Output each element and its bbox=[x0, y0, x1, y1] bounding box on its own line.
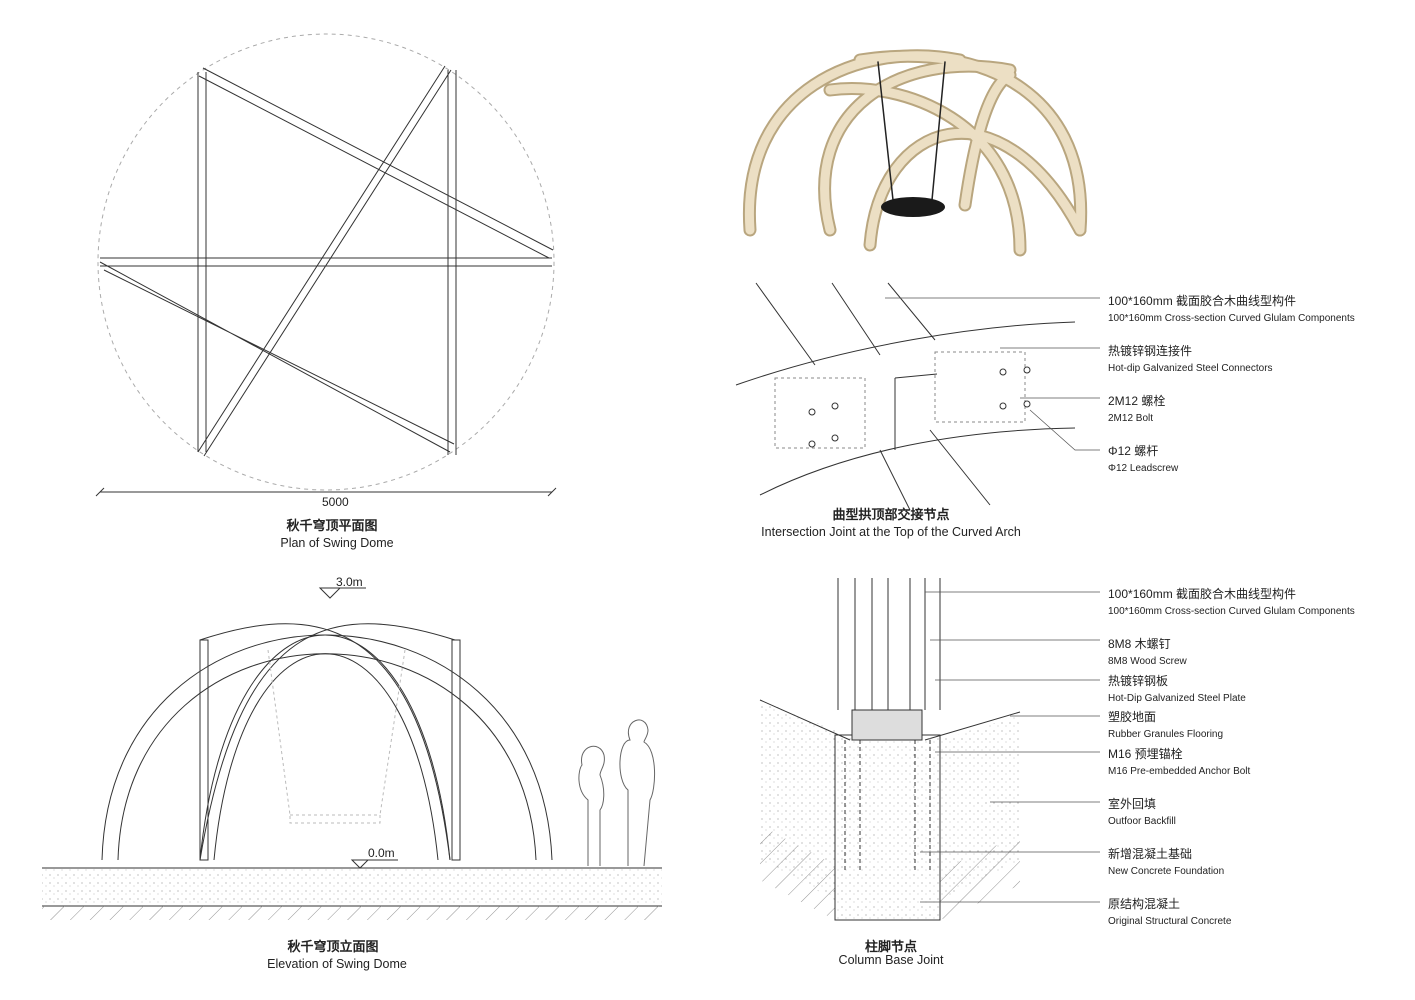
elevation-title-zh: 秋千穹顶立面图 bbox=[287, 939, 379, 954]
label-en: Hot-Dip Galvanized Steel Plate bbox=[1108, 693, 1246, 704]
label-en: 100*160mm Cross-section Curved Glulam Co… bbox=[1108, 313, 1355, 324]
top-joint-title-en: Intersection Joint at the Top of the Cur… bbox=[761, 525, 1021, 539]
base-joint-label: 塑胶地面 Rubber Granules Flooring bbox=[1108, 708, 1223, 740]
base-joint-label: 室外回填 Outfoor Backfill bbox=[1108, 795, 1176, 827]
label-en: 8M8 Wood Screw bbox=[1108, 656, 1187, 667]
label-zh: 100*160mm 截面胶合木曲线型构件 bbox=[1108, 587, 1297, 601]
top-joint-title-zh: 曲型拱顶部交接节点 bbox=[832, 507, 950, 522]
base-joint-label: 100*160mm 截面胶合木曲线型构件 100*160mm Cross-sect… bbox=[1108, 585, 1355, 617]
base-joint-title-zh: 柱脚节点 bbox=[864, 939, 918, 954]
label-zh: 新增混凝土基础 bbox=[1108, 847, 1193, 861]
base-joint-label: 新增混凝土基础 New Concrete Foundation bbox=[1108, 845, 1224, 877]
label-en: 2M12 Bolt bbox=[1108, 413, 1154, 424]
label-zh: 2M12 螺栓 bbox=[1108, 394, 1166, 408]
plan-title-zh: 秋千穹顶平面图 bbox=[286, 518, 378, 533]
adult-silhouette bbox=[619, 719, 656, 867]
top-joint-label: 100*160mm 截面胶合木曲线型构件 100*160mm Cross-sect… bbox=[1108, 292, 1355, 324]
top-joint-label: 热镀锌钢连接件 Hot-dip Galvanized Steel Connecto… bbox=[1108, 342, 1273, 374]
label-en: Outfoor Backfill bbox=[1108, 816, 1176, 827]
label-zh: Φ12 螺杆 bbox=[1108, 444, 1159, 458]
label-zh: 室外回填 bbox=[1108, 797, 1157, 811]
dome-render bbox=[742, 49, 1088, 257]
label-en: Hot-dip Galvanized Steel Connectors bbox=[1108, 363, 1273, 374]
label-en: M16 Pre-embedded Anchor Bolt bbox=[1108, 766, 1251, 777]
label-zh: 热镀锌钢连接件 bbox=[1108, 344, 1193, 358]
plan-dimension: 5000 bbox=[322, 495, 349, 509]
base-joint-label: M16 预埋锚栓 M16 Pre-embedded Anchor Bolt bbox=[1108, 745, 1250, 777]
top-joint-label: 2M12 螺栓 2M12 Bolt bbox=[1108, 392, 1165, 424]
label-en: Φ12 Leadscrew bbox=[1108, 463, 1179, 474]
label-zh: 塑胶地面 bbox=[1108, 710, 1157, 724]
label-zh: 8M8 木螺钉 bbox=[1108, 637, 1171, 651]
label-zh: M16 预埋锚栓 bbox=[1108, 747, 1183, 761]
nest-swing bbox=[881, 197, 945, 217]
top-joint-drawing bbox=[735, 282, 1100, 511]
base-joint-drawing bbox=[759, 578, 1100, 921]
elevation-drawing bbox=[42, 587, 662, 920]
label-zh: 100*160mm 截面胶合木曲线型构件 bbox=[1108, 294, 1297, 308]
plan-title-en: Plan of Swing Dome bbox=[280, 536, 394, 550]
base-joint-title-en: Column Base Joint bbox=[838, 953, 944, 967]
label-en: Rubber Granules Flooring bbox=[1108, 729, 1224, 740]
top-joint-label: Φ12 螺杆 Φ12 Leadscrew bbox=[1108, 442, 1178, 474]
base-joint-label: 热镀锌钢板 Hot-Dip Galvanized Steel Plate bbox=[1108, 672, 1246, 704]
label-zh: 原结构混凝土 bbox=[1108, 897, 1181, 911]
elevation-top-level: 3.0m bbox=[336, 575, 363, 589]
plan-drawing bbox=[95, 33, 557, 497]
child-silhouette bbox=[578, 745, 605, 866]
label-en: 100*160mm Cross-section Curved Glulam Co… bbox=[1108, 606, 1355, 617]
base-joint-label: 原结构混凝土 Original Structural Concrete bbox=[1108, 895, 1231, 927]
label-en: New Concrete Foundation bbox=[1108, 866, 1225, 877]
elevation-title-en: Elevation of Swing Dome bbox=[267, 957, 407, 971]
label-en: Original Structural Concrete bbox=[1108, 916, 1232, 927]
elevation-ground-level: 0.0m bbox=[368, 846, 395, 860]
label-zh: 热镀锌钢板 bbox=[1108, 674, 1169, 688]
base-joint-label: 8M8 木螺钉 8M8 Wood Screw bbox=[1108, 635, 1187, 667]
